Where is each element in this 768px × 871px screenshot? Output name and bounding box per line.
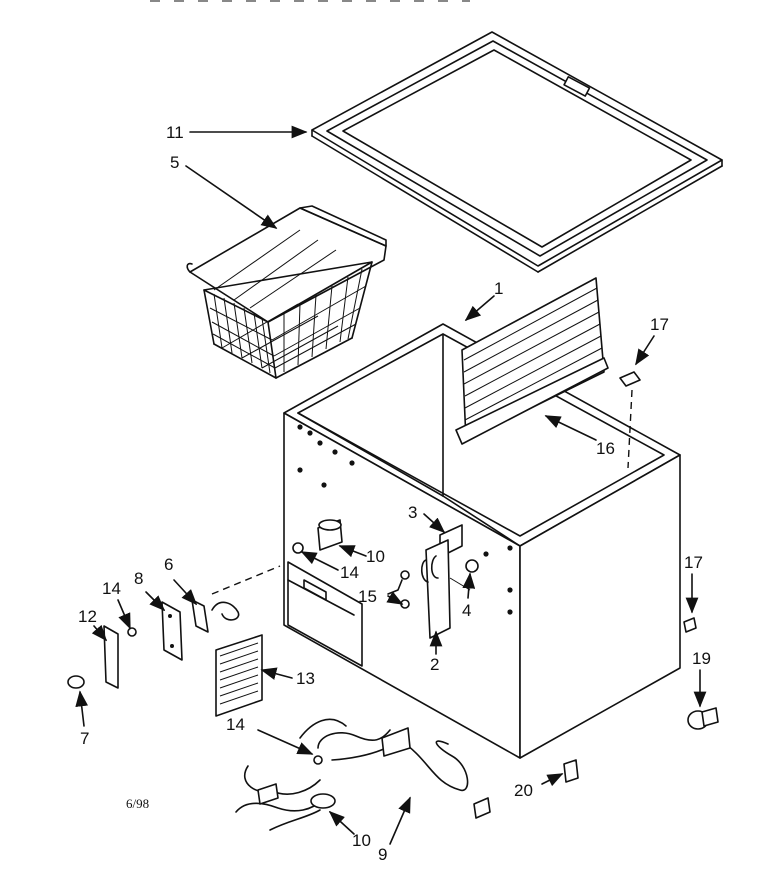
leader-lines [75, 125, 707, 845]
callout-17-right: 17 [684, 553, 703, 572]
relay-top [292, 519, 343, 554]
callout-4: 4 [462, 601, 471, 620]
wiring-harness [235, 718, 491, 831]
thermostat-bracket [400, 524, 479, 639]
callout-8: 8 [134, 569, 143, 588]
callout-19: 19 [692, 649, 711, 668]
callout-1: 1 [494, 279, 503, 298]
callout-14-mid: 14 [340, 563, 359, 582]
callout-9: 9 [378, 845, 387, 864]
callout-2: 2 [430, 655, 439, 674]
lid-part [311, 31, 723, 273]
callout-3: 3 [408, 503, 417, 522]
callout-6: 6 [164, 555, 173, 574]
callout-7: 7 [80, 729, 89, 748]
callout-16: 16 [596, 439, 615, 458]
cabinet-body [283, 323, 681, 759]
date-code: 6/98 [126, 796, 149, 811]
callout-12: 12 [78, 607, 97, 626]
wire-basket-part [186, 205, 387, 379]
callout-14-left: 14 [102, 579, 121, 598]
callout-15: 15 [358, 587, 377, 606]
callout-11: 11 [166, 123, 184, 142]
callout-13: 13 [296, 669, 315, 688]
callout-10-top: 10 [366, 547, 385, 566]
divider-part [455, 277, 609, 445]
right-hardware [563, 371, 719, 783]
callout-5: 5 [170, 153, 179, 172]
callout-14-bottom: 14 [226, 715, 245, 734]
callout-labels: 11 5 1 17 16 3 10 14 15 4 2 6 8 14 12 7 … [78, 123, 711, 864]
left-hardware [67, 565, 281, 717]
callout-10-bottom: 10 [352, 831, 371, 850]
callout-20: 20 [514, 781, 533, 800]
callout-17-top: 17 [650, 315, 669, 334]
